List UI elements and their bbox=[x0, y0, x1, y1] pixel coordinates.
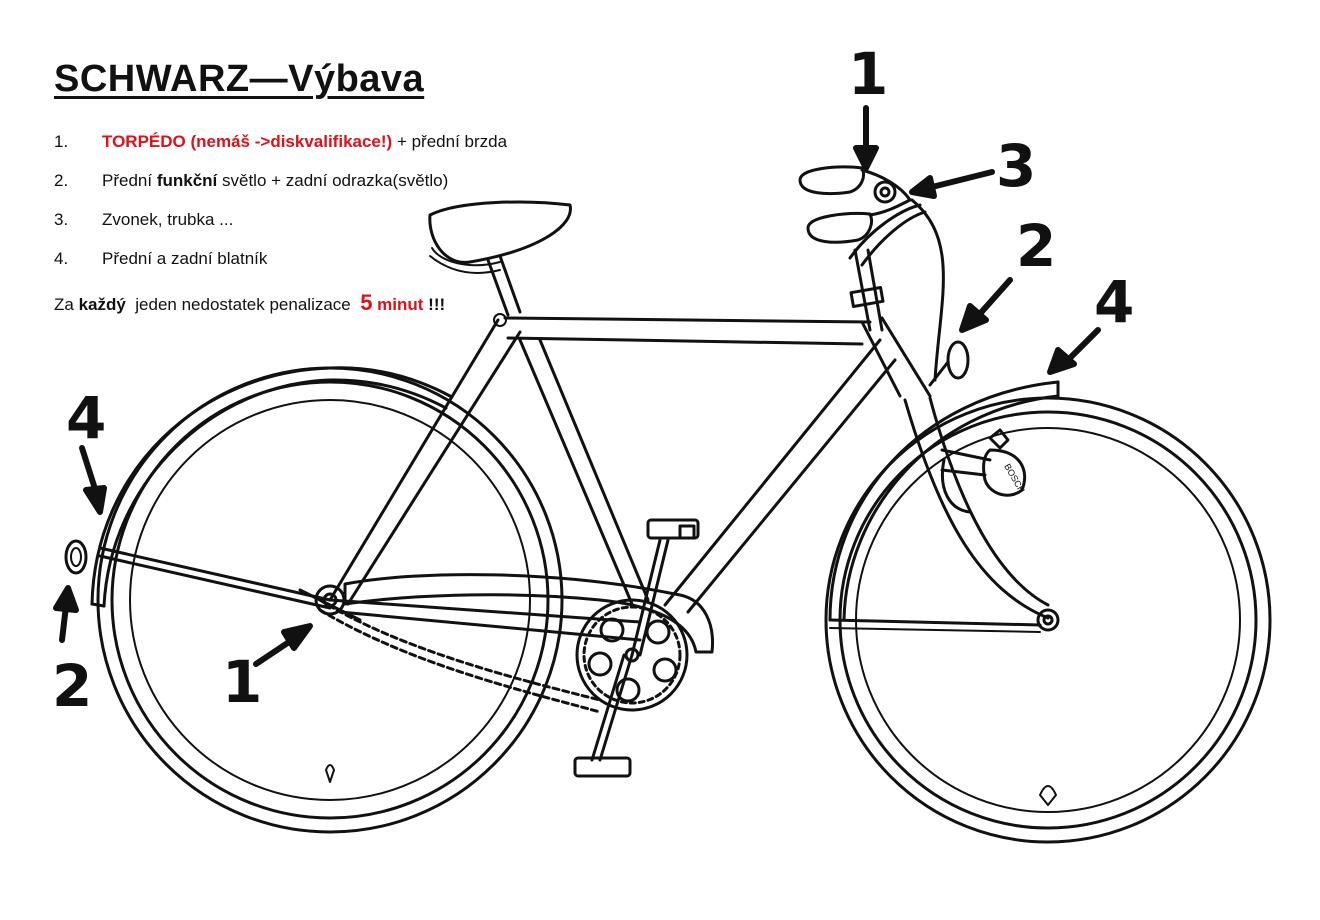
arrow-front-light bbox=[959, 277, 1013, 333]
callout-front-light: 2 bbox=[1016, 212, 1056, 280]
bell bbox=[873, 180, 897, 204]
torpedo-requirement: TORPÉDO (nemáš ->diskvalifikace!) bbox=[102, 132, 393, 151]
arrow-torpedo-hub bbox=[253, 623, 313, 667]
list-text: Přední a zadní blatník bbox=[102, 249, 268, 268]
list-number: 4. bbox=[54, 249, 69, 268]
rear-light bbox=[64, 539, 88, 575]
chain-guard bbox=[343, 573, 715, 654]
list-text: Přední bbox=[102, 171, 157, 190]
arrow-brake-top bbox=[853, 105, 879, 171]
rear-hub bbox=[298, 584, 362, 622]
list-text: světlo + zadní odrazka(světlo) bbox=[217, 171, 449, 190]
list-item: 4. Přední a zadní blatník bbox=[54, 249, 507, 288]
equipment-list: 1. TORPÉDO (nemáš ->diskvalifikace!) + p… bbox=[54, 132, 507, 288]
cranks-and-pedals bbox=[573, 518, 700, 778]
arrow-bell bbox=[909, 169, 995, 199]
list-number: 1. bbox=[54, 132, 69, 151]
callout-brake-top: 1 bbox=[848, 40, 888, 108]
penalty-minutes-unit: minut bbox=[372, 295, 424, 314]
headlight bbox=[928, 340, 970, 387]
list-emphasis: funkční bbox=[156, 171, 218, 190]
arrow-front-fender bbox=[1047, 327, 1101, 375]
list-text: + přední brzda bbox=[392, 132, 508, 151]
front-fork bbox=[828, 396, 1050, 633]
list-text: Zvonek, trubka ... bbox=[102, 210, 234, 229]
penalty-emphasis: každý bbox=[78, 295, 126, 314]
list-number: 2. bbox=[54, 171, 69, 190]
front-fender bbox=[828, 380, 1060, 622]
penalty-exclamation: !!! bbox=[423, 295, 446, 314]
penalty-text: Za bbox=[54, 295, 79, 314]
list-item: 2. Přední funkční světlo + zadní odrazka… bbox=[54, 171, 507, 210]
callout-rear-light: 2 bbox=[52, 652, 92, 720]
list-item: 1. TORPÉDO (nemáš ->diskvalifikace!) + p… bbox=[54, 132, 507, 171]
dynamo bbox=[940, 428, 1027, 514]
bicycle-frame bbox=[98, 254, 932, 642]
page-title: SCHWARZ—Výbava bbox=[54, 58, 425, 100]
list-number: 3. bbox=[54, 210, 69, 229]
rear-fender bbox=[90, 366, 452, 608]
arrow-rear-light bbox=[53, 585, 79, 643]
chainring bbox=[575, 598, 689, 712]
saddle bbox=[428, 200, 572, 274]
chain bbox=[318, 598, 602, 714]
arrow-rear-fender bbox=[79, 445, 107, 515]
list-item: 3. Zvonek, trubka ... bbox=[54, 210, 507, 249]
callout-arrows bbox=[53, 105, 1101, 667]
penalty-minutes-number: 5 bbox=[360, 290, 373, 315]
callout-torpedo-hub: 1 bbox=[222, 648, 262, 716]
callout-front-fender: 4 bbox=[1094, 268, 1134, 336]
penalty-note: Za každý jeden nedostatek penalizace 5 m… bbox=[54, 290, 445, 316]
callout-rear-fender: 4 bbox=[66, 384, 106, 452]
callout-bell: 3 bbox=[996, 132, 1036, 200]
penalty-text: jeden nedostatek penalizace bbox=[125, 295, 361, 314]
